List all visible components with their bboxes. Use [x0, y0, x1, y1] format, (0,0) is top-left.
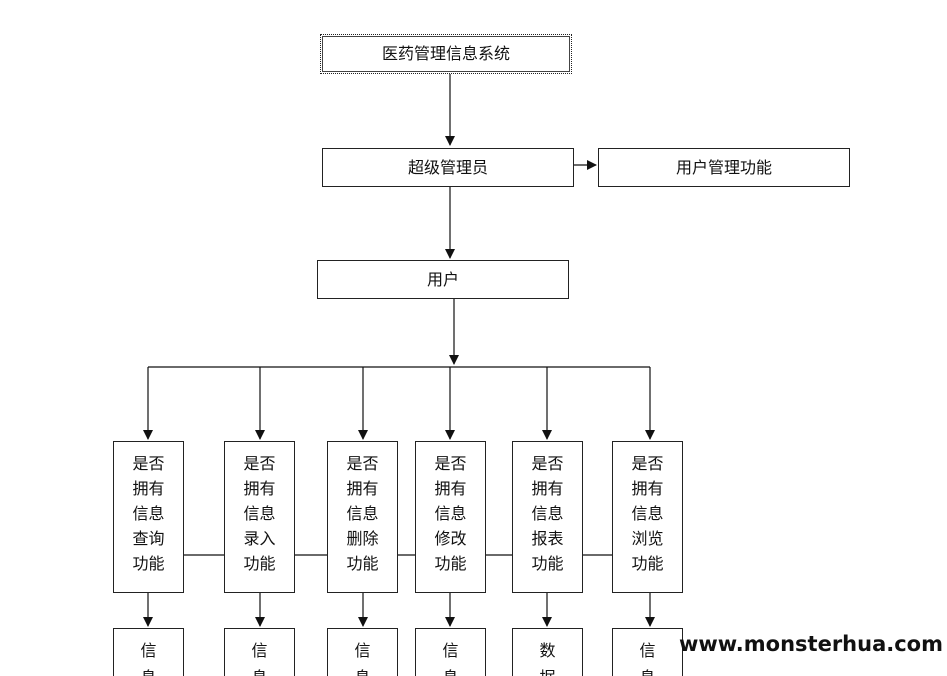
function-line: 拥有	[434, 479, 467, 498]
leaf-char: 息	[251, 664, 267, 676]
leaf-box-report: 数 据	[512, 628, 583, 676]
function-line: 浏览	[631, 529, 664, 548]
leaf-box-modify: 信 息	[415, 628, 486, 676]
leaf-box-entry: 信 息	[224, 628, 295, 676]
function-line: 是否	[243, 454, 276, 473]
leaf-char: 息	[140, 664, 156, 676]
leaf-char: 信	[354, 641, 371, 660]
function-line: 拥有	[243, 479, 276, 498]
watermark-text: www.monsterhua.com	[678, 632, 943, 656]
function-line: 修改	[434, 529, 467, 548]
function-line: 功能	[243, 554, 276, 573]
function-line: 功能	[346, 554, 379, 573]
leaf-char: 据	[539, 664, 555, 676]
function-line: 信息	[243, 504, 276, 523]
leaf-char: 息	[442, 664, 458, 676]
function-line: 拥有	[346, 479, 379, 498]
function-line: 拥有	[531, 479, 564, 498]
function-box-browse: 是否 拥有 信息 浏览 功能	[612, 441, 683, 593]
leaf-char: 信	[140, 641, 157, 660]
function-line: 拥有	[132, 479, 165, 498]
function-line: 删除	[346, 529, 379, 548]
leaf-char: 数	[539, 641, 556, 660]
leaf-box-delete: 信 息	[327, 628, 398, 676]
function-line: 是否	[132, 454, 165, 473]
function-line: 录入	[243, 529, 276, 548]
leaf-char: 息	[354, 664, 370, 676]
function-line: 是否	[531, 454, 564, 473]
function-box-report: 是否 拥有 信息 报表 功能	[512, 441, 583, 593]
function-line: 信息	[531, 504, 564, 523]
root-node-label: 医药管理信息系统	[381, 44, 510, 63]
function-line: 是否	[434, 454, 467, 473]
function-box-entry: 是否 拥有 信息 录入 功能	[224, 441, 295, 593]
function-line: 功能	[132, 554, 165, 573]
leaf-char: 信	[442, 641, 459, 660]
super-admin-node: 超级管理员	[322, 148, 574, 187]
leaf-box-browse: 信 息	[612, 628, 683, 676]
user-management-label: 用户管理功能	[675, 157, 772, 177]
function-line: 信息	[346, 504, 379, 523]
leaf-box-query: 信 息	[113, 628, 184, 676]
function-box-query: 是否 拥有 信息 查询 功能	[113, 441, 184, 593]
root-node: 医药管理信息系统	[320, 34, 572, 74]
function-line: 信息	[434, 504, 467, 523]
function-line: 报表	[531, 529, 564, 548]
function-line: 是否	[346, 454, 379, 473]
leaf-char: 信	[639, 641, 656, 660]
leaf-char: 息	[639, 664, 655, 676]
leaf-char: 信	[251, 641, 268, 660]
function-line: 功能	[434, 554, 467, 573]
function-line: 查询	[132, 529, 165, 548]
user-label: 用户	[426, 269, 459, 289]
user-node: 用户	[317, 260, 569, 299]
function-line: 是否	[631, 454, 664, 473]
function-line: 功能	[531, 554, 564, 573]
super-admin-label: 超级管理员	[407, 157, 488, 177]
function-line: 信息	[132, 504, 165, 523]
user-management-node: 用户管理功能	[598, 148, 850, 187]
function-line: 功能	[631, 554, 664, 573]
function-box-delete: 是否 拥有 信息 删除 功能	[327, 441, 398, 593]
function-line: 信息	[631, 504, 664, 523]
function-line: 拥有	[631, 479, 664, 498]
function-box-modify: 是否 拥有 信息 修改 功能	[415, 441, 486, 593]
